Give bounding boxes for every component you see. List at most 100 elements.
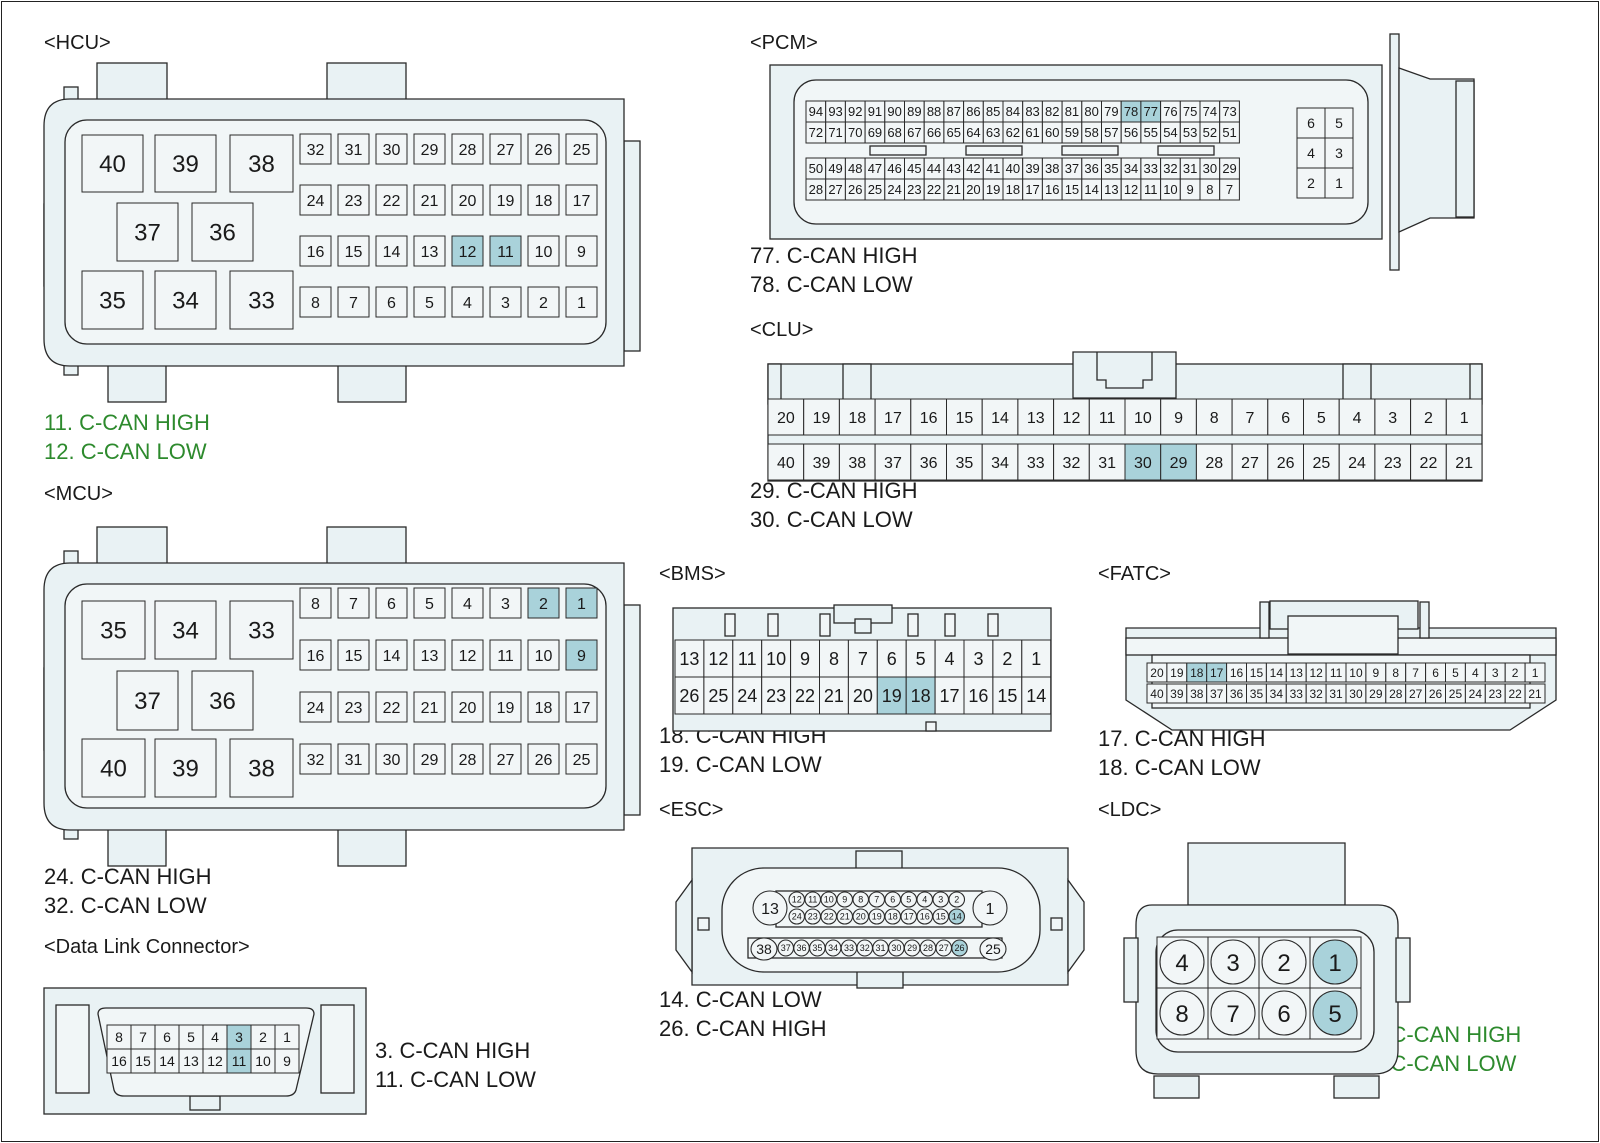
mcu-pin-5-label: 5: [425, 596, 434, 613]
hcu-pin-10-label: 10: [535, 244, 553, 261]
hcu-top-latch-right: [326, 62, 407, 104]
mcu-pin-10-shape: [527, 639, 560, 671]
hcu-pin-3-label: 3: [501, 295, 510, 312]
mcu-pin-6: 6: [375, 587, 408, 619]
fatc-pin-1-label: 1: [1532, 666, 1539, 680]
dlc-pin-10-label: 10: [255, 1053, 271, 1069]
clu-pin-5-shape: [1303, 398, 1340, 436]
pcm-pin-42: 42: [963, 157, 984, 180]
ldc-pin-5-label: 5: [1328, 1001, 1341, 1028]
pcm-pin-55-label: 55: [1144, 125, 1158, 140]
ldc-pin-1: 1: [1309, 936, 1362, 989]
hcu-pin-37-shape: [116, 202, 179, 262]
hcu-pin-14: 14: [375, 235, 408, 267]
mcu-pin-32-label: 32: [307, 752, 325, 769]
esc-right-hole: [1050, 917, 1063, 931]
bms-pin-9: 9: [790, 639, 820, 678]
mcu-pin-23-label: 23: [345, 700, 363, 717]
clu-pin-40: 40: [767, 443, 805, 481]
clu-pin-25: 25: [1303, 443, 1340, 481]
fatc-pin-30: 30: [1345, 683, 1367, 704]
pcm-pin-85-label: 85: [986, 104, 1000, 119]
pcm-pin-85: 85: [982, 100, 1004, 123]
bms-pin-3: 3: [963, 639, 994, 678]
bms-pin-22-shape: [790, 676, 820, 715]
esc-pin-35: 35: [809, 939, 826, 957]
bms-pin-19-shape: [876, 676, 907, 715]
pcm-pin-88-label: 88: [927, 104, 941, 119]
ldc-pin-7: 7: [1207, 987, 1260, 1040]
bms-pin-12: 12: [703, 639, 734, 678]
hcu-pin-39-label: 39: [172, 151, 199, 178]
hcu-pin-6: 6: [375, 286, 408, 318]
dlc-pin-13-shape: [178, 1048, 204, 1074]
pcm-pin-1-label: 1: [1335, 175, 1343, 191]
clu-pin-7-label: 7: [1245, 410, 1254, 427]
mcu-pin-9-shape: [565, 639, 598, 671]
hcu-pin-28-shape: [451, 133, 484, 165]
esc-pin-12: 12: [788, 891, 806, 908]
pcm-pin-12-label: 12: [1124, 182, 1138, 197]
bms-pin-21-shape: [819, 676, 849, 715]
hcu-pin-37: 37: [116, 202, 179, 262]
hcu-pin-15-shape: [337, 235, 370, 267]
clu-pin-5-label: 5: [1317, 410, 1326, 427]
dlc-pin-5: 5: [178, 1024, 204, 1050]
hcu-pin-32-label: 32: [307, 142, 325, 159]
pcm-pin-44-label: 44: [927, 161, 941, 176]
hcu-pin-25: 25: [565, 133, 598, 165]
esc-pin-22-label: 22: [824, 912, 834, 922]
esc-pin-23: 23: [804, 908, 822, 925]
clu-pin-15-shape: [946, 398, 983, 436]
dlc-bottom-key: [189, 1095, 221, 1111]
pcm-pin-51-shape: [1219, 121, 1240, 144]
esc-pin-2-label: 2: [954, 895, 959, 905]
bms-pin-14-shape: [1021, 676, 1052, 715]
dlc-pin-13-label: 13: [183, 1053, 199, 1069]
pcm-pin-52-label: 52: [1203, 125, 1217, 140]
clu-pin-30-label: 30: [1134, 455, 1152, 472]
hcu-pin-39: 39: [154, 134, 217, 193]
mcu-pin-36-label: 36: [209, 688, 236, 715]
mcu-pin-29: 29: [413, 743, 446, 775]
mcu-pin-25: 25: [565, 743, 598, 775]
mcu-pin-13-label: 13: [421, 648, 439, 665]
dlc-title: <Data Link Connector>: [44, 936, 250, 958]
clu-pin-29: 29: [1160, 443, 1197, 481]
ldc-right-ear: [1395, 937, 1411, 1003]
pcm-pin-46: 46: [884, 157, 905, 180]
clu-pin-15-label: 15: [955, 410, 973, 427]
bms-pin-13: 13: [674, 639, 705, 678]
fatc-pin-32-label: 32: [1309, 687, 1323, 701]
clu-pin-4: 4: [1338, 398, 1376, 436]
pcm-pin-43: 43: [943, 157, 965, 180]
dlc-pin-14: 14: [154, 1048, 180, 1074]
bms-pin-10: 10: [761, 639, 792, 678]
hcu-pin-12: 12: [451, 235, 484, 267]
clu-pin-23: 23: [1374, 443, 1412, 481]
pcm-pin-71-label: 71: [828, 125, 842, 140]
hcu-pin-19-shape: [489, 184, 522, 216]
hcu-pin-35: 35: [81, 270, 144, 330]
ldc-bottom-tab-left: [1153, 1075, 1200, 1099]
hcu-pin-22-shape: [375, 184, 408, 216]
pcm-pin-34: 34: [1120, 157, 1142, 180]
esc-pin-10: 10: [820, 891, 838, 908]
fatc-pin-14: 14: [1265, 662, 1287, 683]
bms-pin-12-label: 12: [708, 649, 728, 669]
hcu-pin-1: 1: [565, 286, 598, 318]
pcm-pin-20-label: 20: [966, 182, 980, 197]
clu-pin-16-shape: [910, 398, 947, 436]
mcu-pin-2-shape: [527, 587, 560, 619]
bms-rib-5: [944, 613, 956, 637]
clu-pin-37-shape: [874, 443, 912, 481]
clu-pin-35-label: 35: [955, 455, 973, 472]
hcu-pin-15: 15: [337, 235, 370, 267]
mcu-pin-15-shape: [337, 639, 370, 671]
esc-pin-26-label: 26: [955, 943, 965, 953]
mcu-pin-23-shape: [337, 691, 370, 723]
hcu-pin-9-label: 9: [577, 244, 586, 261]
mcu-pin-23: 23: [337, 691, 370, 723]
bms-note-2: 19. C-CAN LOW: [659, 752, 822, 777]
